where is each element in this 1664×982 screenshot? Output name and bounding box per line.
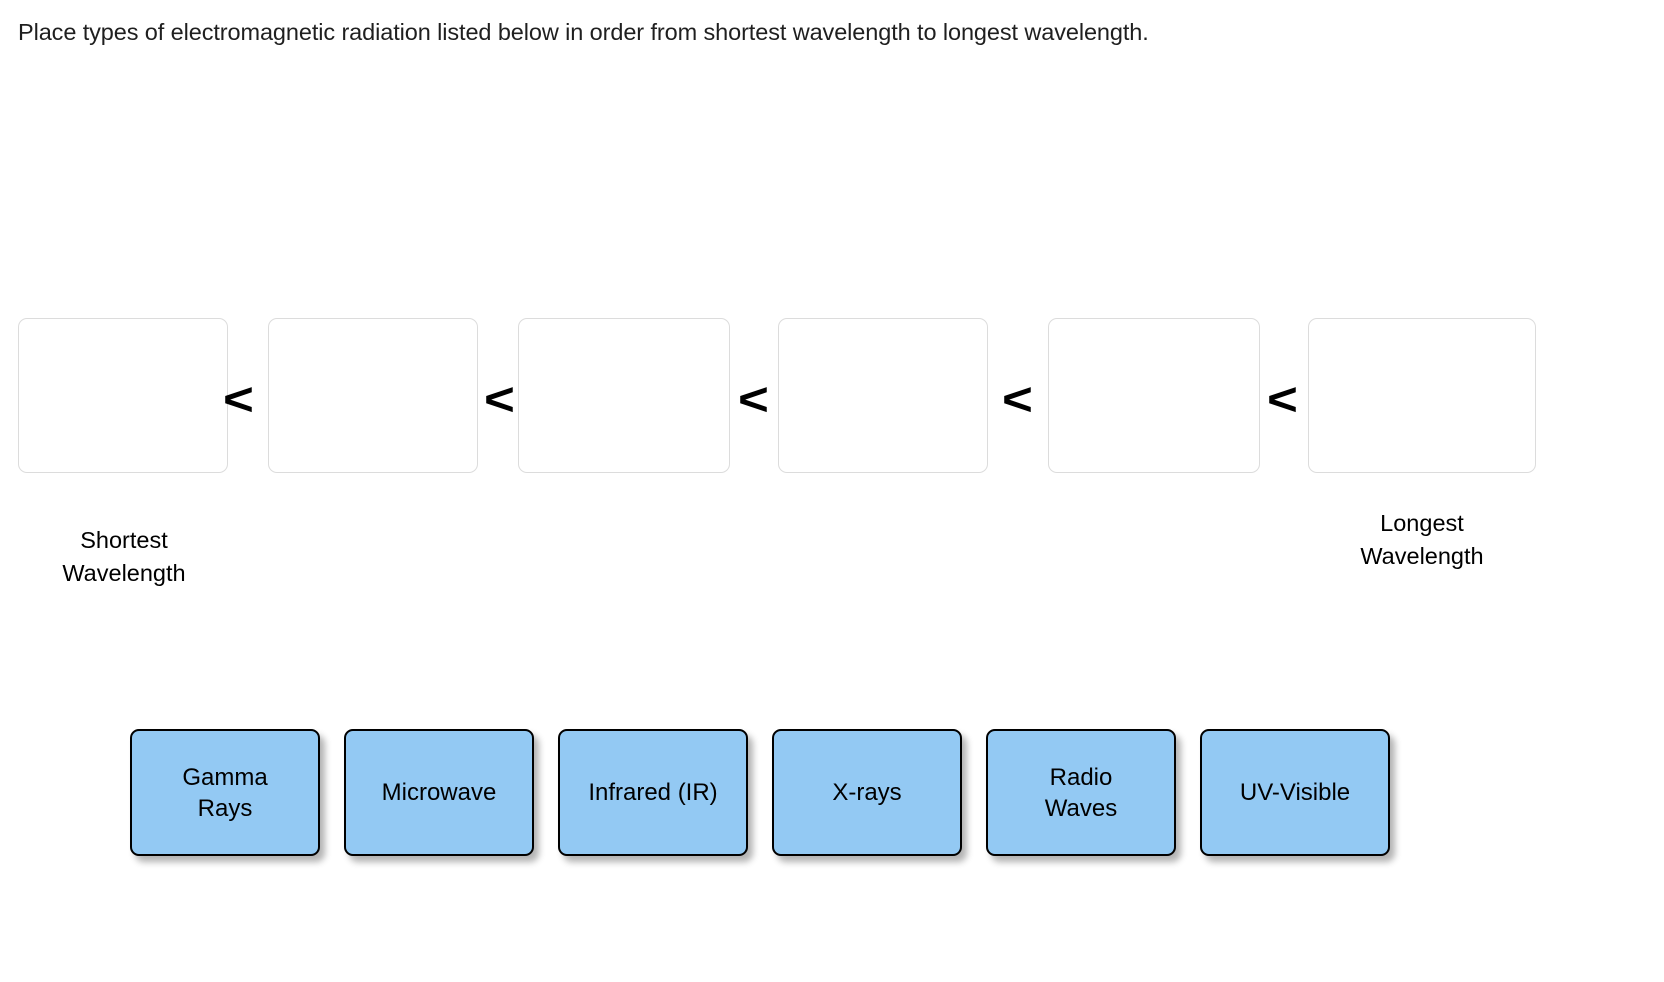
less-than-separator-4: < [1002, 373, 1033, 425]
draggable-tile-microwave[interactable]: Microwave [344, 729, 534, 856]
longest-wavelength-label: Longest Wavelength [1360, 510, 1484, 569]
dropzone-slot-1[interactable] [18, 318, 228, 473]
dropzone-slot-2[interactable] [268, 318, 478, 473]
less-than-separator-1: < [223, 373, 254, 425]
tile-bank: Gamma Rays Microwave Infrared (IR) X-ray… [0, 729, 1664, 919]
draggable-tile-infrared[interactable]: Infrared (IR) [558, 729, 748, 856]
shortest-wavelength-label: Shortest Wavelength [62, 527, 186, 586]
ordering-row: < < < < < [0, 318, 1664, 478]
dropzone-slot-6[interactable] [1308, 318, 1536, 473]
question-prompt: Place types of electromagnetic radiation… [18, 19, 1149, 45]
draggable-tile-radio-waves[interactable]: Radio Waves [986, 729, 1176, 856]
draggable-tile-x-rays[interactable]: X-rays [772, 729, 962, 856]
draggable-tile-gamma-rays[interactable]: Gamma Rays [130, 729, 320, 856]
less-than-separator-5: < [1267, 373, 1298, 425]
dropzone-slot-4[interactable] [778, 318, 988, 473]
dropzone-slot-5[interactable] [1048, 318, 1260, 473]
draggable-tile-uv-visible[interactable]: UV-Visible [1200, 729, 1390, 856]
dropzone-slot-3[interactable] [518, 318, 730, 473]
less-than-separator-2: < [484, 373, 515, 425]
less-than-separator-3: < [738, 373, 769, 425]
